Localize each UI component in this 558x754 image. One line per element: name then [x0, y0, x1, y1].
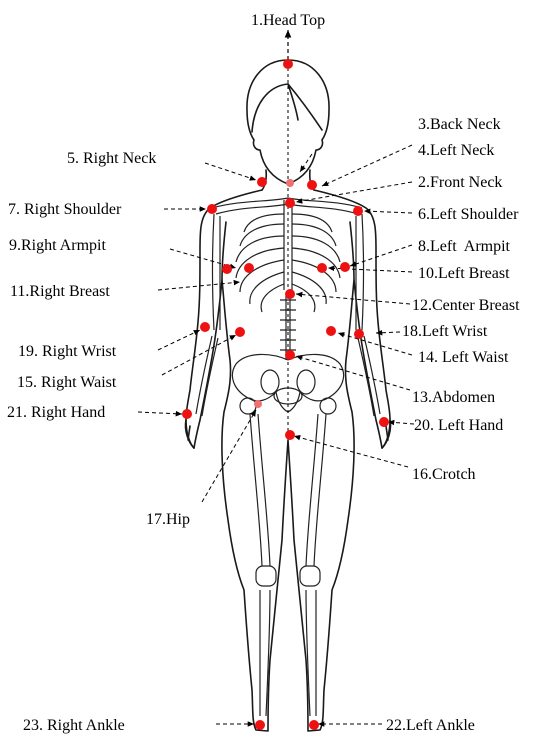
marker-head-top: [283, 59, 293, 69]
marker-front-neck: [285, 198, 295, 208]
marker-left-breast: [317, 263, 327, 273]
marker-left-neck: [307, 180, 317, 190]
label-abdomen: 13.Abdomen: [412, 389, 495, 406]
label-right-breast: 11.Right Breast: [10, 283, 110, 300]
marker-right-shoulder: [207, 204, 217, 214]
marker-left-wrist: [354, 329, 364, 339]
label-left-neck: 4.Left Neck: [418, 142, 494, 159]
label-right-neck: 5. Right Neck: [67, 150, 156, 167]
marker-left-shoulder: [353, 206, 363, 216]
label-left-armpit: 8.Left Armpit: [418, 238, 511, 255]
leader-lines: [138, 145, 414, 724]
marker-back-neck: [286, 179, 294, 187]
label-right-armpit: 9.Right Armpit: [9, 237, 106, 254]
label-head-top: 1.Head Top: [251, 12, 325, 29]
label-hip: 17.Hip: [146, 511, 190, 528]
landmark-markers: [182, 59, 389, 730]
marker-right-wrist: [200, 322, 210, 332]
marker-right-hand: [182, 409, 192, 419]
label-right-hand: 21. Right Hand: [7, 404, 105, 421]
marker-center-breast: [285, 289, 295, 299]
label-right-shoulder: 7. Right Shoulder: [8, 201, 122, 218]
marker-right-armpit: [222, 264, 232, 274]
label-left-wrist: 18.Left Wrist: [402, 323, 488, 340]
label-crotch: 16.Crotch: [412, 466, 476, 483]
marker-left-waist: [326, 326, 336, 336]
marker-crotch: [285, 430, 295, 440]
label-left-waist: 14. Left Waist: [418, 349, 509, 366]
marker-right-breast: [244, 263, 254, 273]
label-front-neck: 2.Front Neck: [418, 174, 502, 191]
label-left-breast: 10.Left Breast: [418, 265, 510, 282]
label-right-ankle: 23. Right Ankle: [23, 717, 125, 734]
label-right-wrist: 19. Right Wrist: [18, 343, 117, 360]
skeleton: [196, 198, 380, 716]
label-left-hand: 20. Left Hand: [414, 417, 503, 434]
marker-right-ankle: [255, 720, 265, 730]
label-back-neck: 3.Back Neck: [418, 116, 501, 133]
marker-hip: [254, 400, 262, 408]
label-right-waist: 15. Right Waist: [17, 374, 117, 391]
label-left-ankle: 22.Left Ankle: [386, 717, 475, 734]
label-center-breast: 12.Center Breast: [412, 297, 520, 314]
marker-left-armpit: [340, 262, 350, 272]
marker-left-hand: [379, 417, 389, 427]
label-left-shoulder: 6.Left Shoulder: [418, 206, 519, 223]
marker-left-ankle: [309, 720, 319, 730]
marker-right-neck: [257, 177, 267, 187]
marker-abdomen: [285, 350, 295, 360]
marker-right-waist: [235, 327, 245, 337]
